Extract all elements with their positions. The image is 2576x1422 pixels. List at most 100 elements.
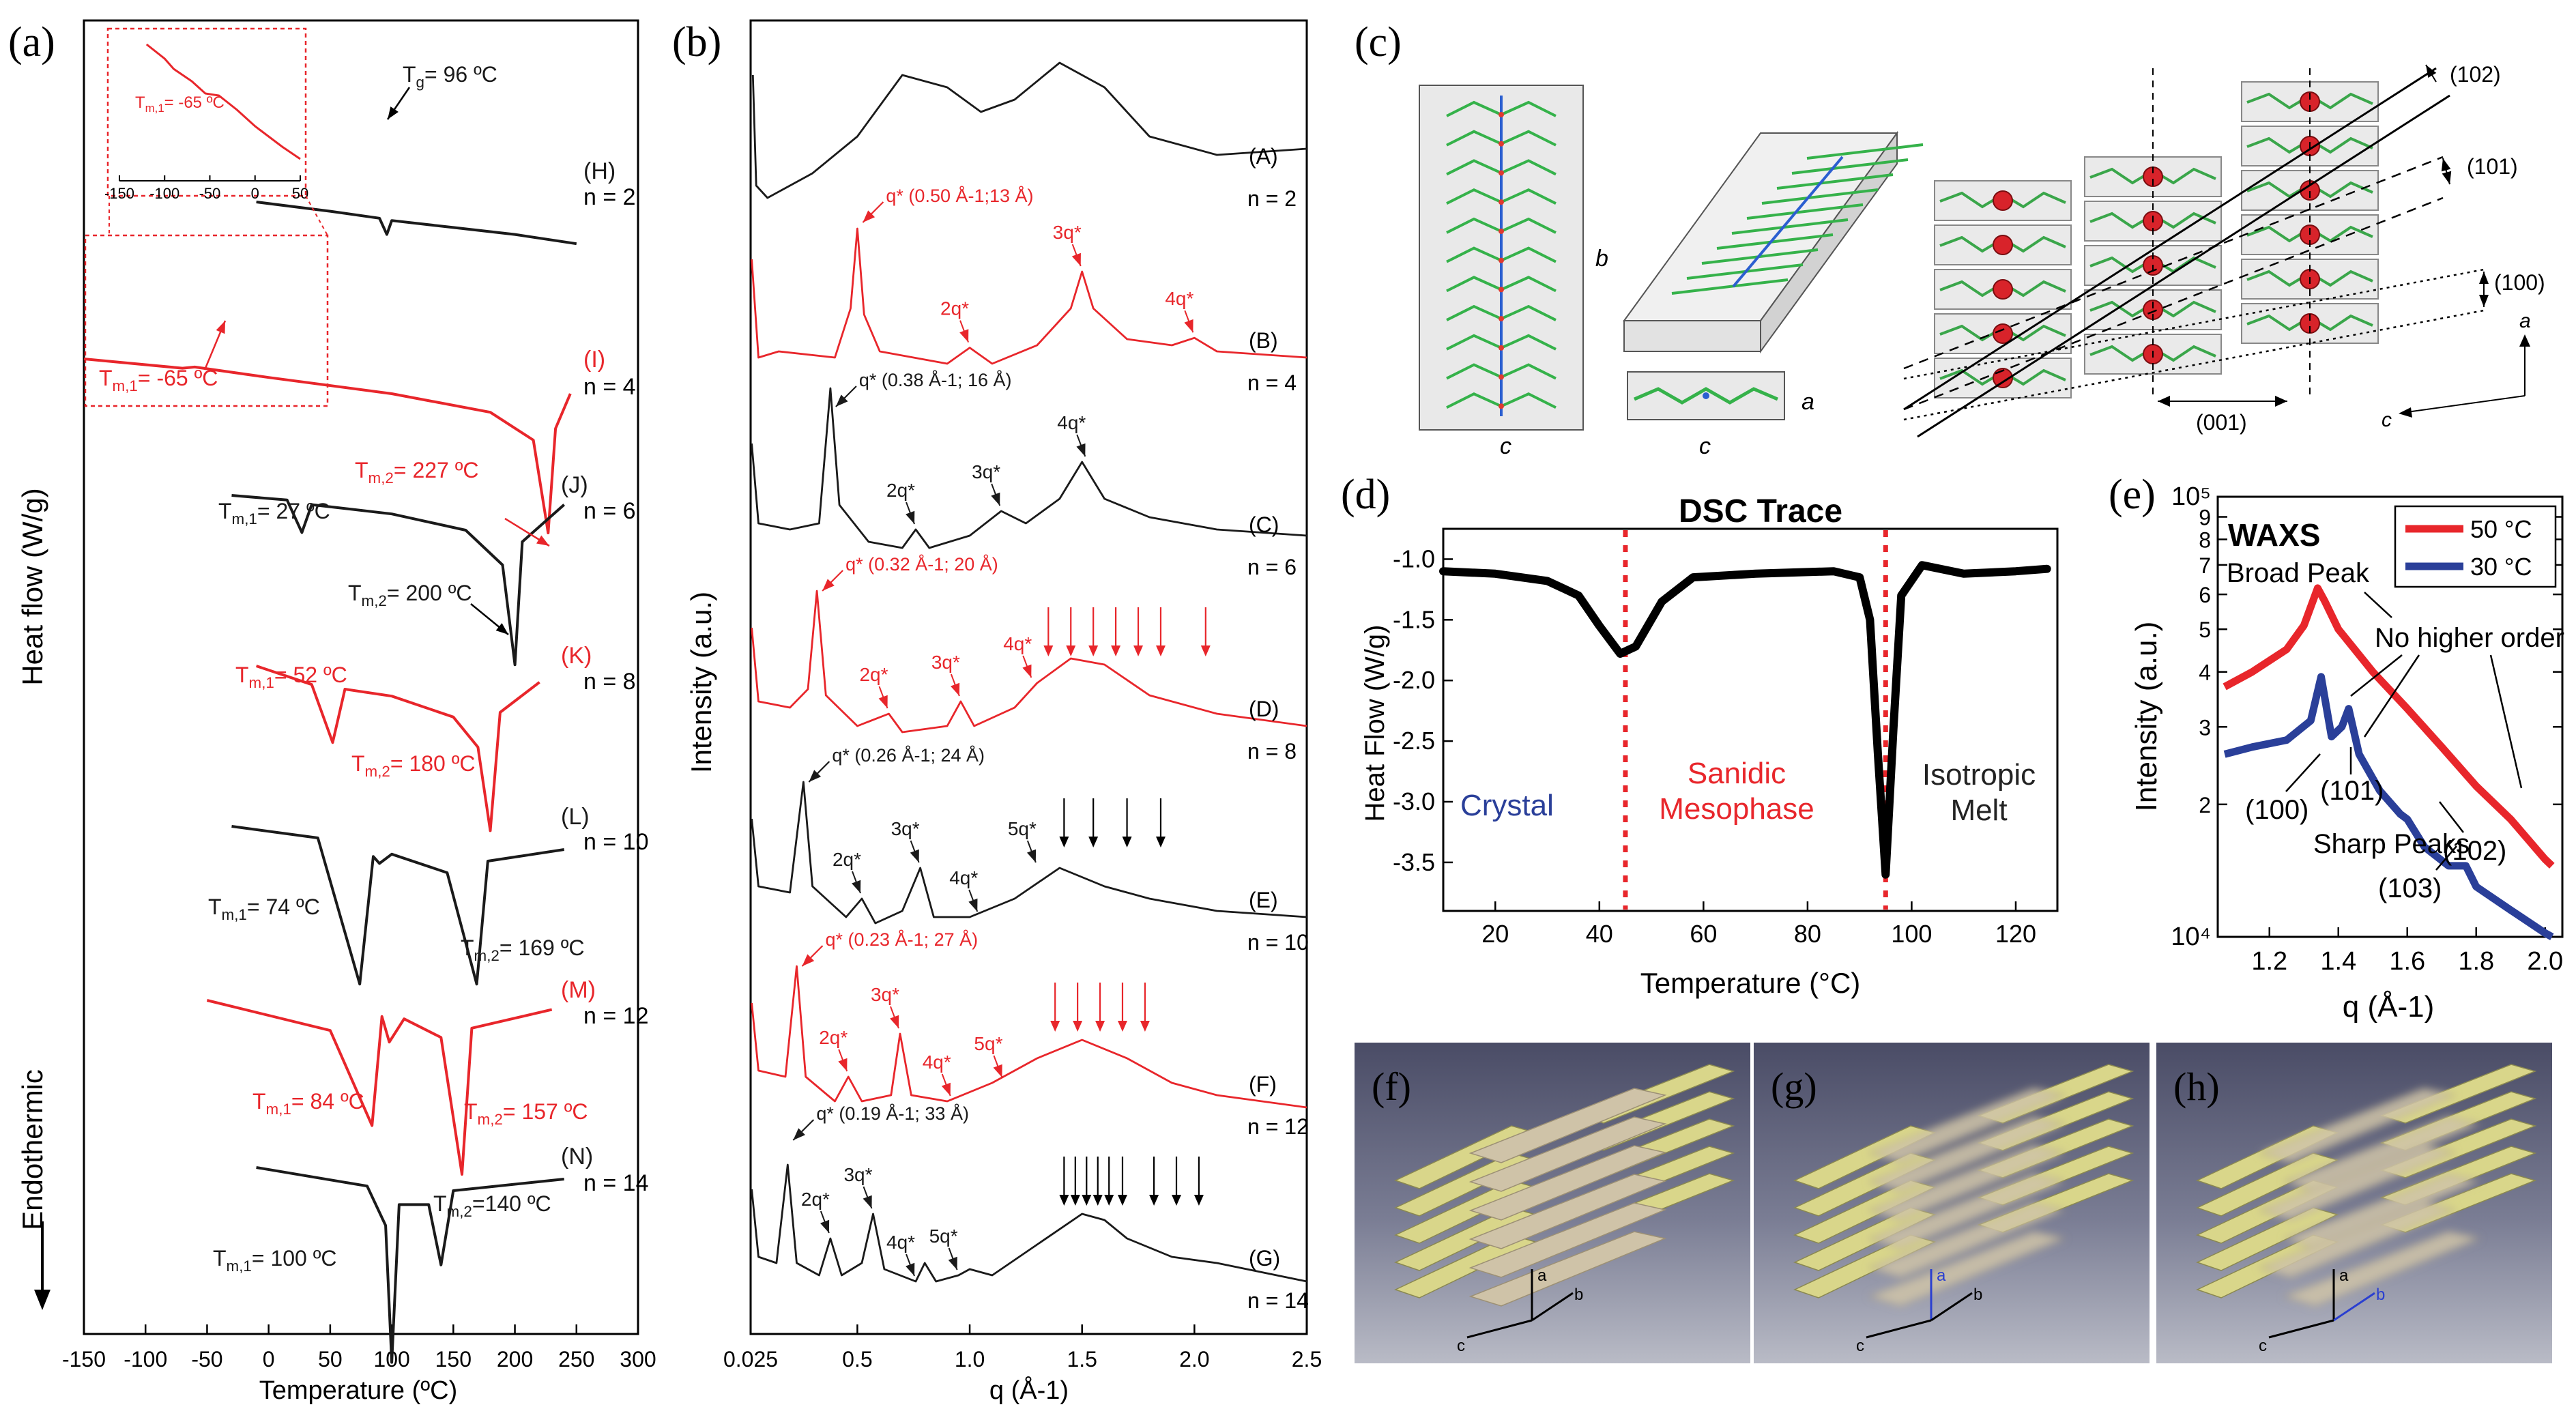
annotation-arrowhead (959, 329, 969, 343)
panel-b-series-name: (A) (1249, 144, 1278, 169)
plane-102-line (1917, 94, 2450, 438)
panel-a-transition-label: Tm,2= 200 ºC (348, 581, 472, 609)
molecule-side-chain (1501, 130, 1557, 147)
panel-b-peak-arrowhead (1155, 837, 1166, 847)
panel-c-plane-101: (101) (2467, 154, 2518, 179)
panel-b-peak-label: 2q* (819, 1027, 848, 1048)
molecule-backbone (1732, 156, 1844, 288)
panel-b-curve (751, 590, 1307, 734)
annotation-arrowhead (863, 1195, 872, 1208)
lamella-plate-central (1868, 1174, 2066, 1249)
panel-a-x-tick-label: 50 (318, 1347, 343, 1372)
lattice-cell (1934, 358, 2072, 398)
molecule-side-chain (1501, 246, 1557, 263)
panel-b-qstar-label: q* (0.26 Å-1; 24 Å) (832, 744, 985, 766)
panel-b-series-name: (B) (1249, 328, 1278, 353)
panel-label-h: (h) (2173, 1064, 2220, 1109)
plane-102-line (1903, 67, 2437, 411)
panel-h-central-stack (2258, 1088, 2481, 1307)
annotation-arrowhead (948, 1256, 957, 1270)
panel-d-x-tick-label: 80 (1794, 920, 1821, 948)
panel-b-x-tick-label: 0.5 (842, 1347, 872, 1372)
annotation-arrowhead (1026, 849, 1037, 862)
panel-c-axis-a2: a (2519, 310, 2531, 332)
panel-b-peak-arrowhead (1073, 1021, 1083, 1032)
panel-d-dsc-curve (1439, 561, 2051, 879)
panel-b-plot-area: (A)n = 2(B)n = 4q* (0.50 Å-1;13 Å)2q*3q*… (751, 61, 1309, 1313)
panel-d-y-tick-label: -2.5 (1393, 727, 1435, 755)
panel-b-series-name: (C) (1249, 512, 1279, 537)
panel-d-y-tick-label: -2.0 (1393, 666, 1435, 694)
molecule-atom (1499, 199, 1504, 205)
lattice-backbone-atom (1993, 323, 2013, 344)
molecule-atom (1499, 316, 1504, 322)
molecule-side-chain (1634, 387, 1778, 405)
panel-a-series-name: (H) (583, 158, 616, 184)
panel-a-plot-area: (H)n = 2Tg= 96 ºC(I)n = 4Tm,1= -65 ºCTm,… (83, 62, 648, 1364)
panel-a-x-tick-label: -100 (124, 1347, 167, 1372)
axis-b-line (1930, 1292, 1973, 1322)
panel-a-series-n: n = 10 (583, 829, 648, 855)
panel-e-y-tick-label: 10⁴ (2171, 923, 2211, 951)
panel-f-central-stack (1468, 1088, 1667, 1307)
panel-d-x-tick-label: 100 (1891, 920, 1932, 948)
lamella-plate-central (1468, 1116, 1667, 1192)
panel-a-curve (83, 358, 572, 534)
panel-a-inset-tick-label: -150 (104, 185, 134, 202)
lamella-plate (2196, 1207, 2339, 1271)
panel-a-series-name: (N) (561, 1144, 593, 1170)
panel-f-rendering: (f)abc (1355, 1043, 1750, 1363)
panel-b-peak-arrowhead (1092, 1195, 1103, 1206)
panel-fgh-renderings: (f)abc(g)abc(h)abc (1355, 1043, 2552, 1363)
panel-d-y-label: Heat Flow (W/g) (1360, 625, 1390, 822)
annotation-arrowhead (1184, 319, 1193, 333)
panel-b-series-name: (D) (1249, 697, 1279, 721)
axis-b-label: b (1574, 1286, 1583, 1304)
annotation-line (2435, 845, 2457, 871)
annotation-line (2363, 654, 2420, 738)
annotation-arrowhead (2479, 295, 2489, 307)
molecule-side-chain (1501, 159, 1557, 176)
panel-d-x-tick-label: 120 (1995, 920, 2036, 948)
panel-e-y-label: Intensity (a.u.) (2130, 622, 2163, 812)
annotation-arrowhead (993, 1064, 1002, 1077)
panel-c-plane-102: (102) (2450, 62, 2501, 87)
panel-a-series-name: (L) (561, 804, 590, 830)
panel-b-frame (749, 19, 1308, 1335)
panel-e-x-tick-label: 1.4 (2320, 947, 2356, 976)
molecule-atom (1499, 112, 1504, 117)
panel-b-peak-label: 2q* (859, 664, 888, 685)
panel-b-peak-label: 3q* (843, 1164, 872, 1185)
panel-b-peak-arrowhead (1133, 645, 1144, 656)
lamella-plate-central (1468, 1088, 1667, 1163)
annotation-line (2364, 592, 2392, 618)
panel-a-x-tick-label: -150 (62, 1347, 106, 1372)
panel-e-x-label: q (Å-1) (2343, 990, 2434, 1024)
panel-a-curve (231, 825, 565, 986)
lamella-plate-central (2283, 1116, 2481, 1192)
lamella-plate-central (1868, 1088, 2066, 1163)
molecule-side-chain (1791, 158, 1909, 175)
panel-d-x-label: Temperature (°C) (1640, 967, 1861, 999)
panel-b-x-tick-label: 0.025 (723, 1347, 778, 1372)
panel-a-series-name: (M) (561, 977, 596, 1003)
endothermic-arrow (34, 1221, 50, 1310)
panel-e-y-tick-label: 6 (2199, 583, 2211, 607)
lattice-backbone-atom (1993, 279, 2013, 300)
molecule-side-chain (1446, 100, 1502, 117)
panel-a-series-name: (I) (583, 347, 605, 373)
panel-b-peak-label: 4q* (1057, 412, 1086, 433)
panel-a-curve (256, 201, 577, 246)
axis-c-label: c (2259, 1337, 2267, 1355)
annotation-arrowhead (906, 1262, 915, 1276)
panel-d-y-tick-label: -1.5 (1393, 605, 1435, 633)
panel-a-transition-label: Tm,1= 27 ºC (218, 499, 330, 527)
lattice-backbone-atom (1993, 190, 2013, 211)
panel-b-peak-arrowhead (1111, 645, 1121, 656)
panel-b-x-label: q (Å-1) (989, 1375, 1069, 1405)
panel-b-series-name: (G) (1249, 1246, 1280, 1271)
molecule-side-chain (1776, 173, 1894, 190)
panel-label-c: (c) (1355, 19, 1402, 66)
panel-d-phase-isotropic: Isotropic (1922, 758, 2036, 792)
